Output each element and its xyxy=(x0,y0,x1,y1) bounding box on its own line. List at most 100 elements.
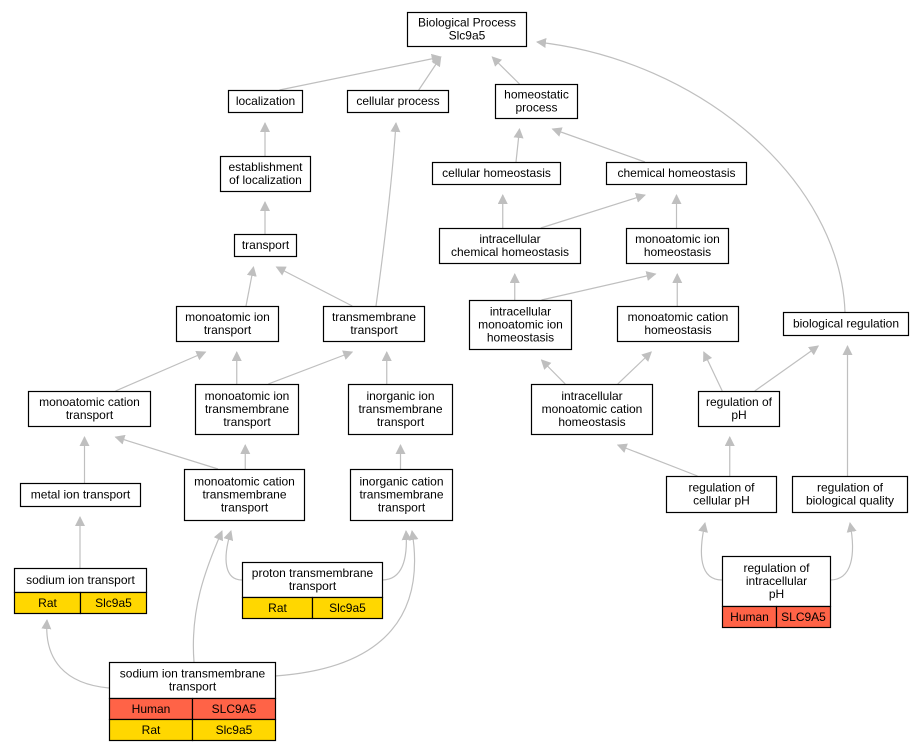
node-label-line: transport xyxy=(169,680,217,694)
node-label-line: of localization xyxy=(229,173,302,187)
edge-biological_regulation-to-root xyxy=(536,38,846,313)
node-label-line: homeostasis xyxy=(487,331,554,345)
node-label-line: cellular process xyxy=(356,94,439,108)
node-box xyxy=(233,233,298,258)
node-box xyxy=(494,83,579,120)
node-label-line: process xyxy=(515,101,557,115)
node-box xyxy=(19,482,142,508)
node-label-line: cellular pH xyxy=(693,494,750,508)
node-box xyxy=(625,227,730,265)
node-cellular-process[interactable]: cellular process xyxy=(346,89,450,114)
node-label-line: transport xyxy=(350,323,398,337)
annotation-gene: Slc9a5 xyxy=(216,723,253,737)
node-label-line: transport xyxy=(223,415,271,429)
node-label-line: monoatomic ion xyxy=(185,310,270,324)
annotation-gene: SLC9A5 xyxy=(212,702,257,716)
node-label-line: chemical homeostasis xyxy=(451,245,569,259)
node-box xyxy=(347,383,454,436)
node-box xyxy=(616,305,740,343)
node-label-line: transmembrane xyxy=(358,402,442,416)
node-label-line: pH xyxy=(731,408,746,422)
node-label-line: regulation of xyxy=(743,561,810,575)
node-label-line: transport xyxy=(378,501,426,515)
node-biological-regulation[interactable]: biological regulation xyxy=(782,311,910,337)
node-box xyxy=(322,305,426,343)
annotation-species: Rat xyxy=(268,601,287,615)
edge-proton_transmembrane_transport-to-inorganic_cation_transmembrane_transport xyxy=(381,530,412,581)
annotation-species: Rat xyxy=(38,596,57,610)
node-label-line: localization xyxy=(236,94,295,108)
edge-monoatomic_cation_transport-to-monoatomic_ion_transport xyxy=(115,350,207,392)
node-cellular-homeostasis[interactable]: cellular homeostasis xyxy=(431,161,562,186)
node-label-line: sodium ion transport xyxy=(26,573,135,587)
node-box xyxy=(721,555,832,608)
edge-regulation_of_intracellular_ph-to-regulation_of_biological_quality xyxy=(829,522,857,581)
node-box xyxy=(665,475,778,514)
annotation-species: Human xyxy=(132,702,171,716)
node-box xyxy=(697,390,781,428)
node-label-line: intracellular xyxy=(490,305,551,319)
node-box xyxy=(406,11,528,48)
node-label-line: regulation of xyxy=(688,481,755,495)
node-label-line: monoatomic cation xyxy=(628,310,729,324)
annotation-species: Human xyxy=(730,610,769,624)
edge-intracellular_chemical_homeostasis-to-chemical_homeostasis xyxy=(540,192,646,229)
node-transport[interactable]: transport xyxy=(233,233,298,258)
node-chemical-homeostasis[interactable]: chemical homeostasis xyxy=(605,161,748,186)
node-label-line: Slc9a5 xyxy=(449,29,486,43)
edge-intracellular_monoatomic_ion_homeostasis-to-monoatomic_ion_homeostasis xyxy=(541,271,657,301)
node-label-line: monoatomic ion xyxy=(205,389,290,403)
node-label-line: intracellular xyxy=(746,574,807,588)
node-box xyxy=(108,661,277,700)
node-box xyxy=(13,567,148,594)
node-box xyxy=(227,89,304,114)
node-label-line: monoatomic cation xyxy=(542,402,643,416)
node-label-line: transport xyxy=(289,579,337,593)
edge-sodium_ion_transmembrane_transport-to-inorganic_cation_transmembrane_transport xyxy=(274,530,419,677)
node-label-line: regulation of xyxy=(706,395,773,409)
node-box xyxy=(791,475,909,514)
node-label-line: establishment xyxy=(228,160,303,174)
node-box xyxy=(27,390,152,428)
edge-regulation_of_ph-to-monoatomic_cation_homeostasis xyxy=(703,351,723,392)
node-label-line: pH xyxy=(769,587,784,601)
node-label-line: transport xyxy=(204,323,252,337)
node-label-line: regulation of xyxy=(817,481,884,495)
node-box xyxy=(782,311,910,337)
annotation-gene: SLC9A5 xyxy=(781,610,826,624)
edge-transmembrane_transport-to-transport xyxy=(275,266,353,307)
node-localization[interactable]: localization xyxy=(227,89,304,114)
node-label-line: homeostatic xyxy=(504,88,569,102)
node-metal-ion-transport[interactable]: metal ion transport xyxy=(19,482,142,508)
node-box xyxy=(349,468,454,522)
annotation-gene-cell xyxy=(311,596,384,620)
node-box xyxy=(438,227,582,265)
annotation-gene-cell xyxy=(79,591,148,615)
node-label-line: transmembrane xyxy=(205,402,289,416)
edge-cellular_homeostasis-to-homeostatic_process xyxy=(513,128,524,163)
edge-monoatomic_ion_transport-to-transport xyxy=(245,266,257,307)
node-label-line: intracellular xyxy=(561,389,622,403)
